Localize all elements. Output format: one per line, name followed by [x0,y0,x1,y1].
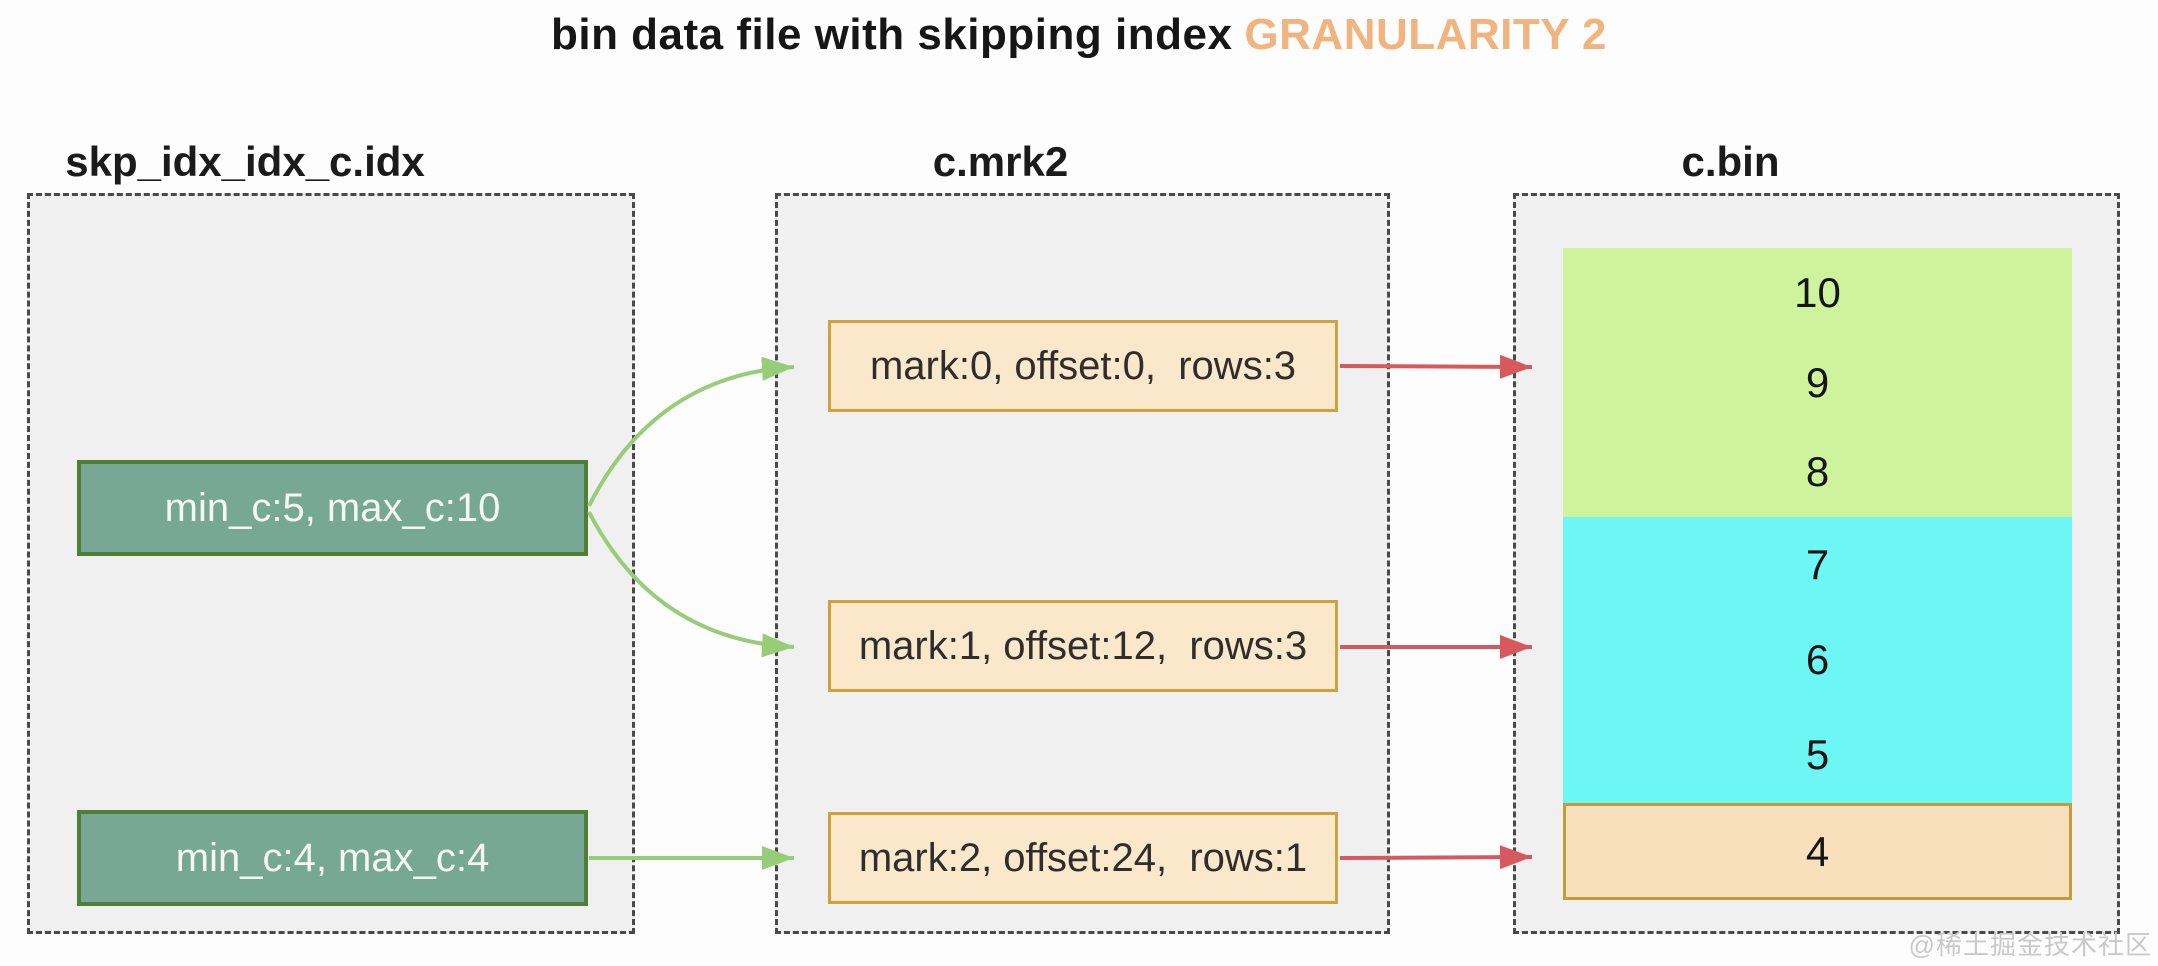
bin-value-row: 10 [1794,268,1841,316]
index-granule-box-1: min_c:4, max_c:4 [77,810,588,906]
bin-value-row: 6 [1805,635,1830,683]
panel-mark-file [775,193,1390,934]
bin-segment-granule-1: 7 6 5 [1563,517,2072,803]
bin-value-row: 8 [1805,448,1830,496]
bin-value-row: 7 [1805,540,1830,588]
index-granule-box-0: min_c:5, max_c:10 [77,460,588,556]
bin-value-row: 4 [1805,827,1830,875]
title-main: bin data file with skipping index [550,10,1233,59]
bin-value-row: 9 [1805,358,1830,406]
bin-value-row: 5 [1805,731,1830,779]
mark-box-1: mark:1, offset:12, rows:3 [828,600,1338,692]
column-header-skip-index-file: skp_idx_idx_c.idx [65,138,425,185]
column-header-bin-file: c.bin [1681,138,1780,185]
column-header-mark-file: c.mrk2 [932,138,1069,185]
bin-data-stack: 10 9 8 7 6 5 4 [1563,248,2072,900]
bin-segment-granule-0: 10 9 8 [1563,248,2072,517]
bin-segment-granule-2: 4 [1563,803,2072,900]
watermark: @稀土掘金技术社区 [1908,930,2152,960]
title-granularity-highlight: GRANULARITY 2 [1244,10,1608,59]
mark-box-2: mark:2, offset:24, rows:1 [828,812,1338,904]
mark-box-0: mark:0, offset:0, rows:3 [828,320,1338,412]
